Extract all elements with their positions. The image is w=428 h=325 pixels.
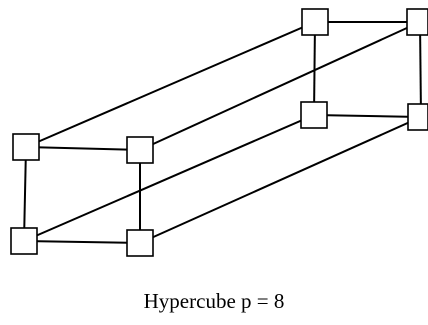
edge	[25, 146, 141, 151]
edge	[25, 21, 316, 148]
node	[126, 229, 154, 257]
node	[10, 227, 38, 255]
edge	[419, 21, 422, 118]
node	[12, 133, 40, 161]
node	[126, 136, 154, 164]
edge	[23, 240, 141, 244]
edge	[313, 21, 316, 116]
node	[407, 103, 428, 131]
diagram-caption: Hypercube p = 8	[143, 289, 285, 313]
node	[406, 8, 428, 36]
edge	[139, 21, 421, 151]
node	[301, 8, 329, 36]
edge	[23, 114, 315, 242]
edge	[313, 114, 422, 118]
node	[300, 101, 328, 129]
edge	[139, 116, 422, 244]
edge	[23, 146, 27, 242]
